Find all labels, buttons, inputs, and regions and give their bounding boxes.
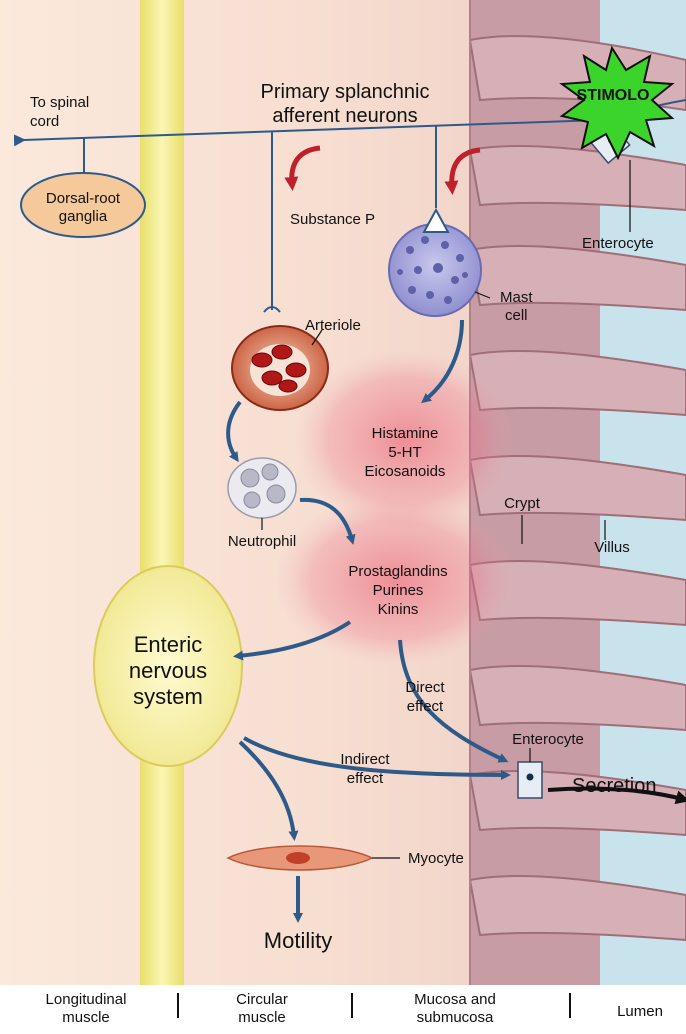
histamine-label: Histamine (372, 425, 439, 442)
to-spinal-label-1: To spinal (30, 94, 89, 111)
neutrophil-label: Neutrophil (228, 533, 296, 550)
eicosanoids-label: Eicosanoids (365, 463, 446, 480)
ens-label-1: Enteric (134, 632, 202, 657)
neutrophil-icon (228, 458, 296, 518)
prostaglandins-label: Prostaglandins (348, 563, 447, 580)
primary-afferent-label-2: afferent neurons (272, 105, 417, 127)
layer-circular-label-2: muscle (238, 1009, 286, 1026)
motility-label: Motility (264, 928, 332, 953)
kinins-label: Kinins (378, 601, 419, 618)
purines-label: Purines (373, 582, 424, 599)
direct-effect-label-2: effect (407, 698, 444, 715)
primary-afferent-label-1: Primary splanchnic (261, 81, 430, 103)
crypt-label: Crypt (504, 495, 541, 512)
layer-circular-label-1: Circular (236, 991, 288, 1008)
ens-label-2: nervous (129, 658, 207, 683)
to-spinal-label-2: cord (30, 113, 59, 130)
secretion-label: Secretion (572, 775, 657, 797)
layer-lumen-label: Lumen (617, 1003, 663, 1020)
layer-longitudinal-label-2: muscle (62, 1009, 110, 1026)
substance-p-label: Substance P (290, 211, 375, 228)
ens-label-3: system (133, 684, 203, 709)
arteriole-label: Arteriole (305, 317, 361, 334)
enterocyte-bottom-label: Enterocyte (512, 731, 584, 748)
mast-cell-label-2: cell (505, 307, 528, 324)
villus-label: Villus (594, 539, 630, 556)
layer-mucosa-label-1: Mucosa and (414, 991, 496, 1008)
enterocyte-bottom-icon (518, 762, 542, 798)
indirect-effect-label-2: effect (347, 770, 384, 787)
layer-longitudinal-label-1: Longitudinal (46, 991, 127, 1008)
direct-effect-label-1: Direct (405, 679, 445, 696)
enterocyte-top-label: Enterocyte (582, 235, 654, 252)
dorsal-root-label-1: Dorsal-root (46, 190, 121, 207)
dorsal-root-label-2: ganglia (59, 208, 108, 225)
arteriole-icon (232, 326, 328, 410)
layer-mucosa-label-2: submucosa (417, 1009, 494, 1026)
mast-cell-label-1: Mast (500, 289, 533, 306)
five-ht-label: 5-HT (388, 444, 421, 461)
indirect-effect-label-1: Indirect (340, 751, 390, 768)
myocyte-label: Myocyte (408, 850, 464, 867)
enteric-nerve-trunk (140, 0, 184, 985)
stimolo-label: STIMOLO (577, 87, 650, 104)
